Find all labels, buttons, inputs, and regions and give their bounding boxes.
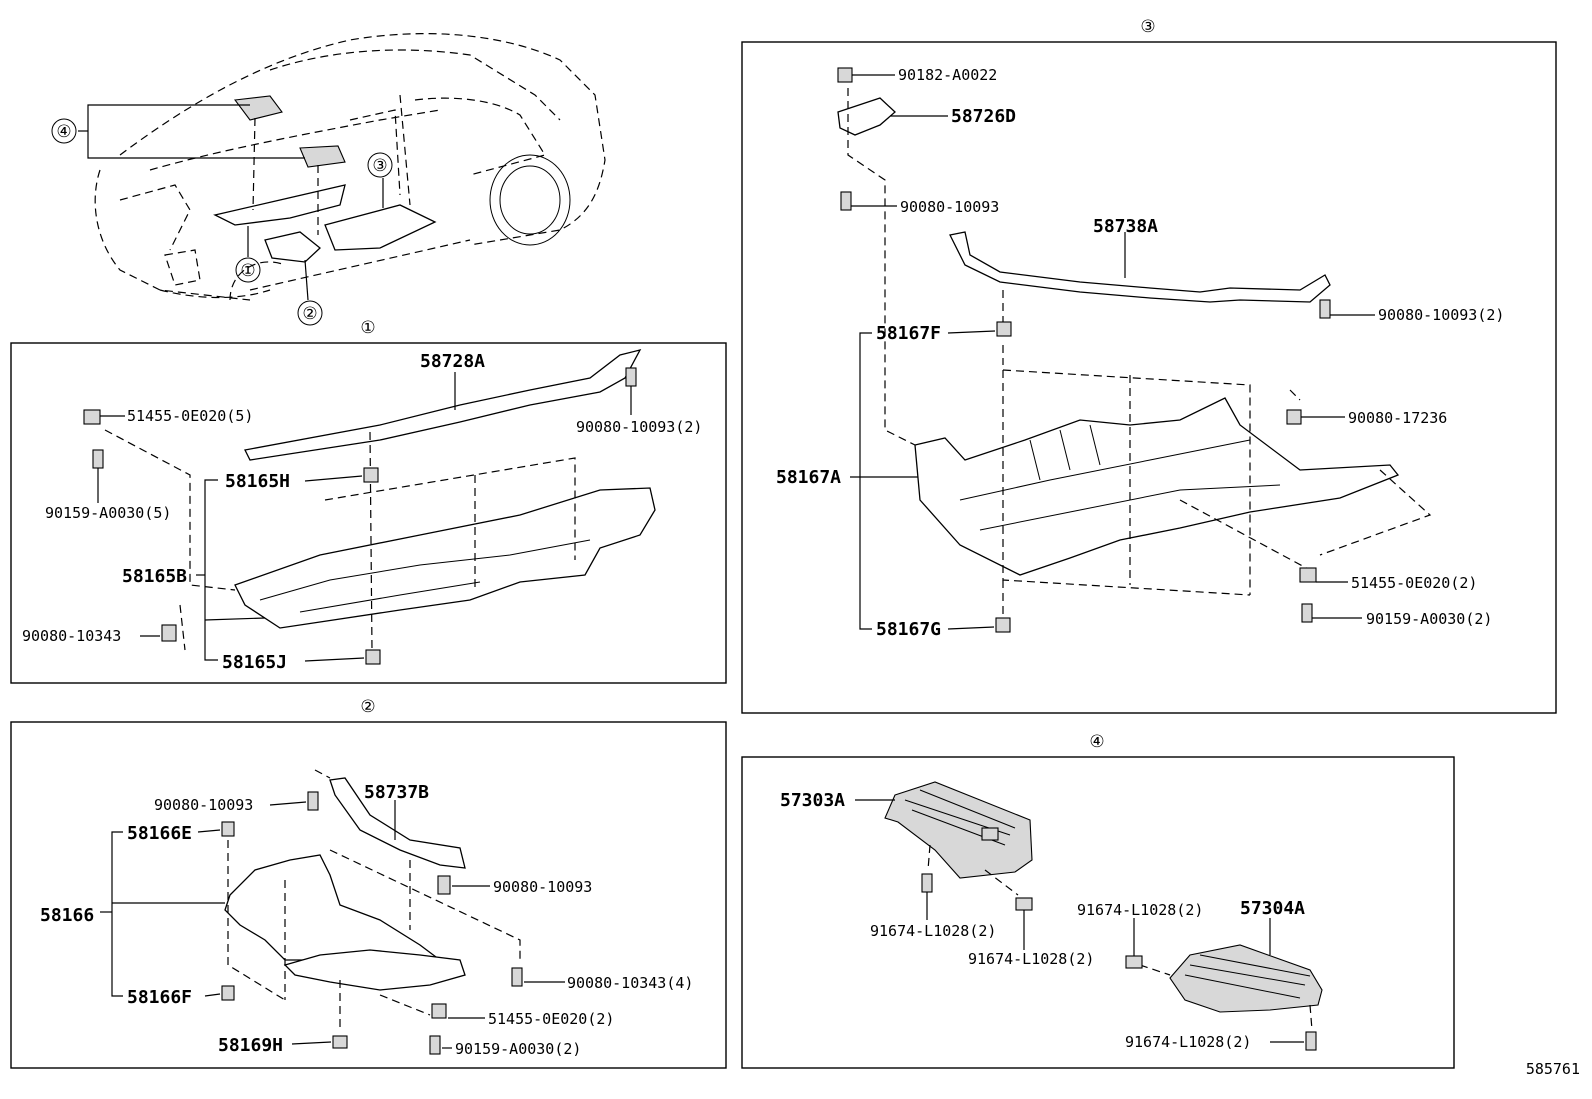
callout-circle-3 [367, 152, 393, 178]
nut-58165J [365, 649, 381, 665]
bolt-90080-10093-s3 [840, 191, 852, 211]
bracket-58737B [329, 777, 466, 869]
label-90080-10093-s2b: 90080-10093 [493, 878, 592, 896]
section-3-frame [741, 41, 1557, 714]
bracket-58726D [837, 97, 896, 136]
diagram-id: 585761 [1526, 1060, 1580, 1078]
clip-51455-0E020 [83, 409, 101, 425]
nut-58167F [996, 321, 1012, 337]
callout-2: ② [302, 304, 317, 324]
bolt-90159-A0030-s3 [1301, 603, 1313, 623]
callout-circle-1 [235, 257, 261, 283]
label-58165H: 58165H [225, 471, 290, 492]
label-90159-A0030-2-s2: 90159-A0030(2) [455, 1040, 581, 1058]
label-90159-A0030-5: 90159-A0030(5) [45, 504, 171, 522]
nut-90182-A0022 [837, 67, 853, 83]
label-90080-17236: 90080-17236 [1348, 409, 1447, 427]
bracket-57303A-tab [981, 827, 999, 841]
label-58167F: 58167F [876, 323, 941, 344]
callout-1: ① [240, 261, 255, 281]
label-90080-10093-s3: 90080-10093 [900, 198, 999, 216]
section-2: ② 90080-100 [10, 697, 727, 1069]
label-58166F: 58166F [127, 987, 192, 1008]
section-2-marker: ② [360, 697, 375, 717]
label-58167A: 58167A [776, 467, 841, 488]
callout-circle-4 [51, 118, 77, 144]
bracket-58738A [949, 231, 1331, 303]
bolt-90080-10093-2-s3 [1319, 299, 1331, 319]
bolt-90159-A0030-s2 [429, 1035, 441, 1055]
label-58165B: 58165B [122, 566, 187, 587]
clip-51455-0E020-s2 [431, 1003, 447, 1019]
callout-3: ③ [372, 156, 387, 176]
bolt-90080-10093-s2a [307, 791, 319, 811]
nut-58166F [221, 985, 235, 1001]
bolt-91674-L1028-b [1015, 897, 1033, 911]
section-2-frame [10, 721, 727, 1069]
bolt-90080-10093 [625, 367, 637, 387]
label-58169H: 58169H [218, 1035, 283, 1056]
label-51455-0E020-5: 51455-0E020(5) [127, 407, 253, 425]
section-3: ③ [741, 17, 1557, 714]
label-58738A: 58738A [1093, 216, 1158, 237]
car-overview: ④ ③ ① ② [51, 33, 606, 326]
section-1: ① 58728A 51455-0E020(5) 9008 [10, 318, 727, 684]
label-90080-10093-s2a: 90080-10093 [154, 796, 253, 814]
section-4-marker: ④ [1089, 732, 1104, 752]
section-4: ④ 57303A 91674-L1028(2) 91674-L1028(2) 9… [741, 732, 1455, 1069]
label-51455-0E020-2-s3: 51455-0E020(2) [1351, 574, 1477, 592]
callout-circle-2 [297, 300, 323, 326]
section-4-frame [741, 756, 1455, 1069]
nut-58166E [221, 821, 235, 837]
bolt-91674-L1028-d [1305, 1031, 1317, 1051]
callout-4: ④ [56, 122, 71, 142]
label-58165J: 58165J [222, 652, 287, 673]
bolt-90159-A0030 [92, 449, 104, 469]
label-90159-A0030-2-s3: 90159-A0030(2) [1366, 610, 1492, 628]
nut-58169H [332, 1035, 348, 1049]
section-1-frame [10, 342, 727, 684]
undercover-58165B [234, 487, 656, 629]
label-91674-L1028-2-c: 91674-L1028(2) [1077, 901, 1203, 919]
label-90080-10093-2: 90080-10093(2) [576, 418, 702, 436]
label-58726D: 58726D [951, 106, 1016, 127]
label-91674-L1028-2-a: 91674-L1028(2) [870, 922, 996, 940]
section-3-marker: ③ [1140, 17, 1155, 37]
nut-58167G [995, 617, 1011, 633]
clip-51455-0E020-s3 [1299, 567, 1317, 583]
bolt-91674-L1028-c [1125, 955, 1143, 969]
bolt-90080-10343 [161, 624, 177, 642]
nut-90080-17236 [1286, 409, 1302, 425]
engine-cover-57304A [1169, 944, 1323, 1013]
undercover-58167A [914, 397, 1400, 576]
label-91674-L1028-2-b: 91674-L1028(2) [968, 950, 1094, 968]
label-58166: 58166 [40, 905, 94, 926]
label-58166E: 58166E [127, 823, 192, 844]
label-90080-10343-4: 90080-10343(4) [567, 974, 693, 992]
undercover-58169 [283, 949, 466, 991]
label-58728A: 58728A [420, 351, 485, 372]
label-58167G: 58167G [876, 619, 941, 640]
label-57303A: 57303A [780, 790, 845, 811]
label-57304A: 57304A [1240, 898, 1305, 919]
bolt-91674-L1028-a [921, 873, 933, 893]
engine-cover-57303A [884, 781, 1033, 879]
label-58737B: 58737B [364, 782, 429, 803]
bolt-90080-10343-s2 [511, 967, 523, 987]
bolt-90080-10093-s2b [437, 875, 451, 895]
label-90182-A0022: 90182-A0022 [898, 66, 997, 84]
label-90080-10343: 90080-10343 [22, 627, 121, 645]
section-1-marker: ① [360, 318, 375, 338]
nut-58165H [363, 467, 379, 483]
label-51455-0E020-2-s2: 51455-0E020(2) [488, 1010, 614, 1028]
label-91674-L1028-2-d: 91674-L1028(2) [1125, 1033, 1251, 1051]
label-90080-10093-2-s3: 90080-10093(2) [1378, 306, 1504, 324]
bracket-58728A [244, 349, 642, 461]
